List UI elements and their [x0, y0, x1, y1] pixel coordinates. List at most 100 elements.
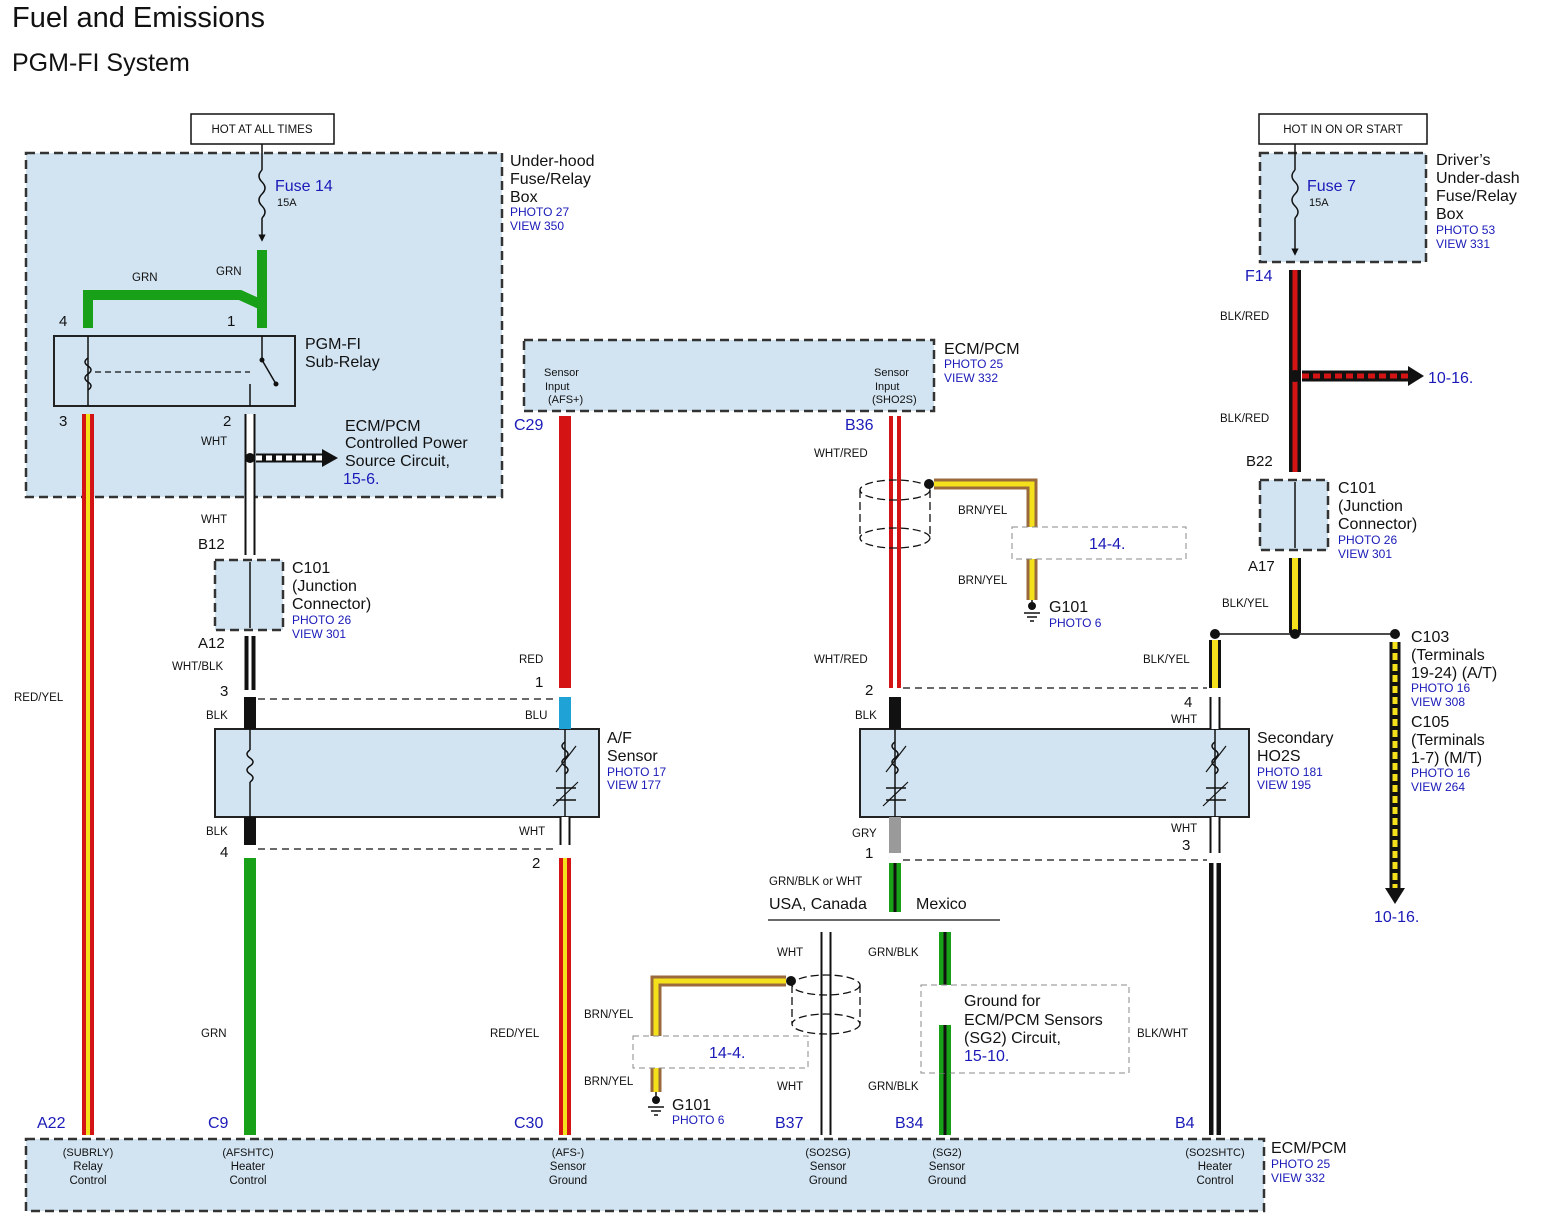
- wire-label-blk-wht: BLK/WHT: [1137, 1028, 1188, 1040]
- wire-label-grn-blk-1: GRN/BLK: [868, 947, 919, 959]
- terminal-code: (AFSHTC): [222, 1147, 273, 1159]
- wire-label-blk-yel-1: BLK/YEL: [1222, 598, 1269, 610]
- underhood-name-1: Under-hood: [510, 153, 595, 170]
- ecm-top-view-link[interactable]: VIEW 332: [944, 371, 998, 385]
- af-pin-2: 2: [532, 855, 540, 872]
- ho2s-pin-2: 2: [865, 682, 873, 699]
- g101-top-photo-link[interactable]: PHOTO 6: [1049, 616, 1102, 630]
- af-pin-3: 3: [220, 683, 228, 700]
- c103-line-3: 19-24) (A/T): [1411, 665, 1497, 682]
- c103-photo-link[interactable]: PHOTO 16: [1411, 681, 1470, 695]
- fuse-14-symbol: [258, 169, 266, 219]
- c101-left-photo-link[interactable]: PHOTO 26: [292, 613, 351, 627]
- c103-line-1: C103: [1411, 629, 1449, 646]
- c101-right-view-link[interactable]: VIEW 301: [1338, 547, 1392, 561]
- wire-label-red-yel-2: RED/YEL: [490, 1028, 540, 1040]
- ecm-bottom-view-link[interactable]: VIEW 332: [1271, 1171, 1325, 1185]
- underhood-photo-link[interactable]: PHOTO 27: [510, 205, 569, 219]
- wire-label-wht-7: WHT: [1171, 823, 1197, 835]
- c103-view-link[interactable]: VIEW 308: [1411, 695, 1465, 709]
- hot-in-on-label: HOT IN ON OR START: [1283, 124, 1402, 136]
- sg2-ref-link[interactable]: 15-10.: [964, 1048, 1009, 1065]
- c101-right-photo-link[interactable]: PHOTO 26: [1338, 533, 1397, 547]
- dash-name-1: Driver’s: [1436, 152, 1491, 169]
- c103-line-2: (Terminals: [1411, 647, 1485, 664]
- ref-10-16-bottom-link[interactable]: 10-16.: [1374, 909, 1419, 926]
- af-view-link[interactable]: VIEW 177: [607, 778, 661, 792]
- ecm-top-right-2: Input: [875, 381, 899, 393]
- ecm-top-name: ECM/PCM: [944, 341, 1020, 358]
- terminal-code: (SG2): [932, 1147, 961, 1159]
- terminal-pin: B37: [775, 1115, 804, 1132]
- dash-photo-link[interactable]: PHOTO 53: [1436, 223, 1495, 237]
- wire-label-blk-yel-2: BLK/YEL: [1143, 654, 1190, 666]
- c105-line-1: C105: [1411, 714, 1449, 731]
- c101-right-name-1: C101: [1338, 480, 1376, 497]
- terminal-line-2: Control: [229, 1175, 266, 1187]
- pin-f14: F14: [1245, 268, 1273, 285]
- page-title: Fuel and Emissions: [12, 2, 266, 34]
- region-usa: USA, Canada: [769, 896, 867, 913]
- ecm-top-right-3: (SHO2S): [872, 394, 917, 406]
- ecm-top-left-3: (AFS+): [548, 394, 583, 406]
- page-subtitle: PGM-FI System: [12, 49, 190, 77]
- terminal-code: (SO2SG): [805, 1147, 850, 1159]
- terminal-line-2: Control: [69, 1175, 106, 1187]
- wire-label-grn-blk-2: GRN/BLK: [868, 1081, 919, 1093]
- ref-14-4-bottom-link[interactable]: 14-4.: [709, 1045, 745, 1062]
- af-pin-4: 4: [220, 844, 228, 861]
- g101-bottom-photo-link[interactable]: PHOTO 6: [672, 1113, 725, 1127]
- hot-at-all-times-label: HOT AT ALL TIMES: [212, 124, 313, 136]
- underhood-view-link[interactable]: VIEW 350: [510, 219, 564, 233]
- terminal-line-2: Control: [1196, 1175, 1233, 1187]
- relay-name-1: PGM-FI: [305, 336, 361, 353]
- ho2s-pin-3: 3: [1182, 837, 1190, 854]
- ecm-top-photo-link[interactable]: PHOTO 25: [944, 357, 1003, 371]
- ecm-power-line-3: Source Circuit,: [345, 453, 450, 470]
- c105-view-link[interactable]: VIEW 264: [1411, 780, 1465, 794]
- terminal-line-1: Heater: [231, 1161, 266, 1173]
- terminal-pin: B4: [1175, 1115, 1195, 1132]
- c101-left-name-3: Connector): [292, 596, 371, 613]
- c105-photo-link[interactable]: PHOTO 16: [1411, 766, 1470, 780]
- ho2s-view-link[interactable]: VIEW 195: [1257, 778, 1311, 792]
- terminal-line-2: Ground: [928, 1175, 966, 1187]
- wire-label-gry: GRY: [852, 828, 877, 840]
- ho2s-photo-link[interactable]: PHOTO 181: [1257, 765, 1323, 779]
- wire-label-wht-3: WHT: [519, 826, 545, 838]
- wire-label-blk-2: BLK: [206, 826, 228, 838]
- wire-label-brn-yel-2: BRN/YEL: [958, 575, 1008, 587]
- c101-right-name-3: Connector): [1338, 516, 1417, 533]
- ecm-top-box: [522, 338, 936, 413]
- c101-left-view-link[interactable]: VIEW 301: [292, 627, 346, 641]
- af-photo-link[interactable]: PHOTO 17: [607, 765, 666, 779]
- ho2s-pin-1: 1: [865, 845, 873, 862]
- c105-line-2: (Terminals: [1411, 732, 1485, 749]
- ecm-bottom-photo-link[interactable]: PHOTO 25: [1271, 1157, 1330, 1171]
- terminal-pin: C30: [514, 1115, 543, 1132]
- ref-10-16-top-link[interactable]: 10-16.: [1428, 370, 1473, 387]
- terminal-line-1: Sensor: [929, 1161, 966, 1173]
- wire-label-blk-red-1: BLK/RED: [1220, 311, 1269, 323]
- ecm-power-ref-link[interactable]: 15-6.: [343, 471, 379, 488]
- ho2s-pin-4: 4: [1184, 694, 1192, 711]
- dash-view-link[interactable]: VIEW 331: [1436, 237, 1490, 251]
- terminal-code: (AFS-): [552, 1147, 584, 1159]
- dash-name-2: Under-dash: [1436, 170, 1520, 187]
- underhood-name-2: Fuse/Relay: [510, 171, 591, 188]
- wire-label-brn-yel-3: BRN/YEL: [584, 1009, 634, 1021]
- terminal-pin: B34: [895, 1115, 924, 1132]
- wire-label-red: RED: [519, 654, 543, 666]
- terminal-line-1: Relay: [73, 1161, 103, 1173]
- ref-14-4-top-link[interactable]: 14-4.: [1089, 536, 1125, 553]
- sg2-line-1: Ground for: [964, 993, 1041, 1010]
- terminal-line-1: Sensor: [550, 1161, 587, 1173]
- ecm-power-line-1: ECM/PCM: [345, 418, 421, 435]
- wire-label-wht-red-1: WHT/RED: [814, 448, 868, 460]
- ho2s-name-2: HO2S: [1257, 748, 1301, 765]
- terminal-line-1: Heater: [1198, 1161, 1233, 1173]
- c101-right-box: [1258, 478, 1330, 552]
- dash-fuse-box: [1258, 151, 1428, 264]
- relay-name-2: Sub-Relay: [305, 354, 380, 371]
- wire-label-grn-3: GRN: [201, 1028, 227, 1040]
